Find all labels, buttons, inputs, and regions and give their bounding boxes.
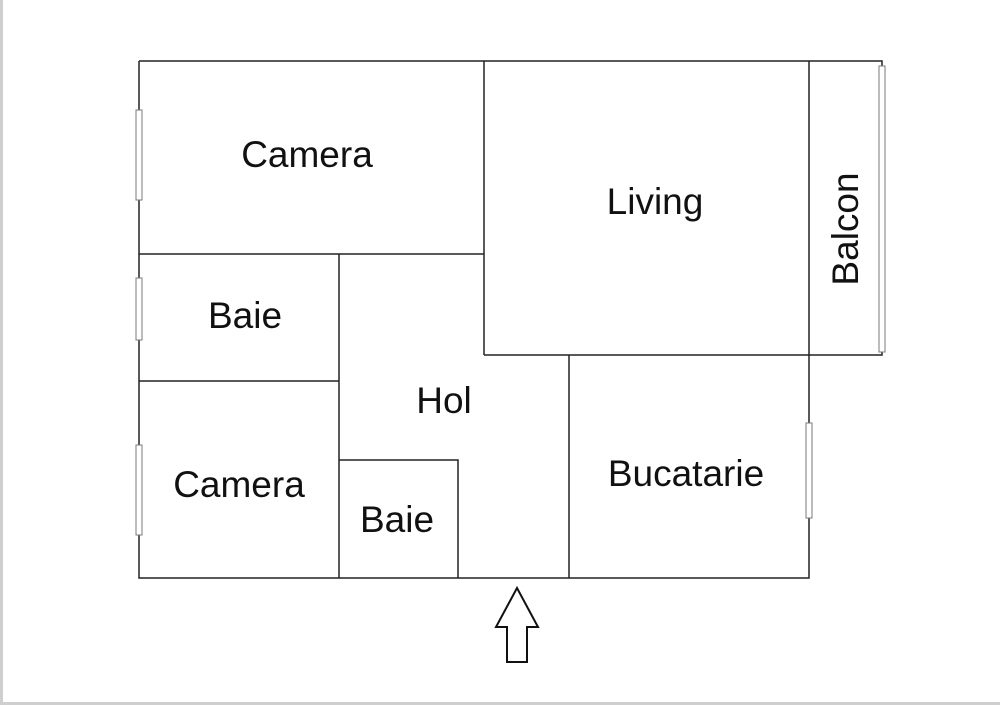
window-bucatarie — [805, 422, 813, 519]
label-bucatarie: Bucatarie — [608, 453, 764, 494]
label-baie-small: Baie — [360, 499, 434, 540]
walls — [138, 60, 883, 579]
label-camera-bottom: Camera — [173, 464, 305, 505]
window-camera-bottom — [135, 444, 143, 536]
windows — [135, 65, 886, 536]
wall-baie-small — [339, 459, 459, 578]
label-camera-top: Camera — [241, 134, 373, 175]
scan-edge-bottom — [0, 702, 1000, 705]
label-baie-left: Baie — [208, 295, 282, 336]
window-balcon — [878, 65, 886, 353]
label-living: Living — [607, 181, 704, 222]
scan-edge-left — [0, 0, 3, 705]
window-camera-top — [135, 109, 143, 201]
window-baie-left — [135, 277, 143, 341]
label-hol: Hol — [416, 380, 472, 421]
up-arrow-icon — [494, 585, 540, 663]
label-balcon: Balcon — [825, 172, 866, 285]
room-labels: Camera Living Balcon Baie Hol Camera Bai… — [173, 134, 866, 540]
